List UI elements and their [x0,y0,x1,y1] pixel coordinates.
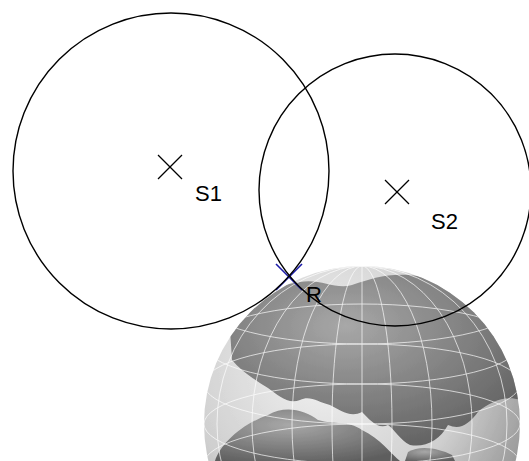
receiver-label: R [306,284,322,306]
range-circle: S1 [12,12,330,330]
circle-outline [258,53,529,327]
satellite-label: S1 [195,183,222,205]
satellite-label: S2 [431,211,458,233]
range-circle: S2 [258,53,529,327]
circle-outline [12,12,330,330]
